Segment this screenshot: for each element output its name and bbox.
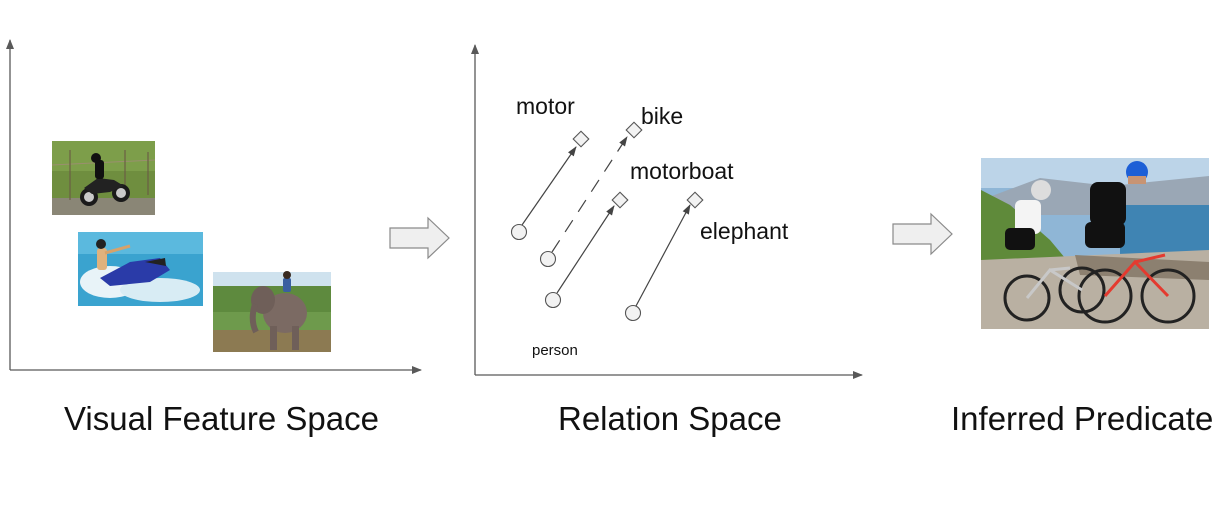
relation-vector-motor — [521, 146, 577, 226]
relation-vector-elephant — [635, 204, 691, 307]
object-label-bike: bike — [641, 103, 683, 129]
subject-label-person: person — [532, 342, 578, 359]
caption-visual-feature-space: Visual Feature Space — [64, 400, 379, 437]
relation-space-axes — [471, 44, 863, 379]
relation-vector-bike — [551, 136, 628, 253]
object-label-motorboat: motorboat — [630, 158, 734, 184]
subject-node — [539, 250, 557, 268]
jet-ski-image — [78, 232, 203, 306]
visual-feature-axes — [5, 39, 422, 374]
object-node-motorboat — [611, 191, 629, 209]
subject-node — [510, 223, 528, 241]
caption-inferred-predicate: Inferred Predicate — [951, 400, 1214, 437]
elephant-image — [213, 271, 331, 352]
subject-node — [544, 291, 562, 309]
flow-arrow-right — [892, 212, 953, 256]
relation-vector-motorboat — [556, 205, 615, 294]
object-node-motor — [572, 130, 590, 148]
subject-node — [624, 304, 642, 322]
flow-arrow-right — [389, 216, 450, 260]
object-label-motor: motor — [516, 93, 575, 119]
object-label-elephant: elephant — [700, 218, 789, 244]
object-node-elephant — [686, 191, 704, 209]
object-node-bike — [625, 121, 643, 139]
caption-relation-space: Relation Space — [558, 400, 782, 437]
cyclists-image — [981, 158, 1209, 329]
motorcycle-image — [51, 141, 156, 215]
